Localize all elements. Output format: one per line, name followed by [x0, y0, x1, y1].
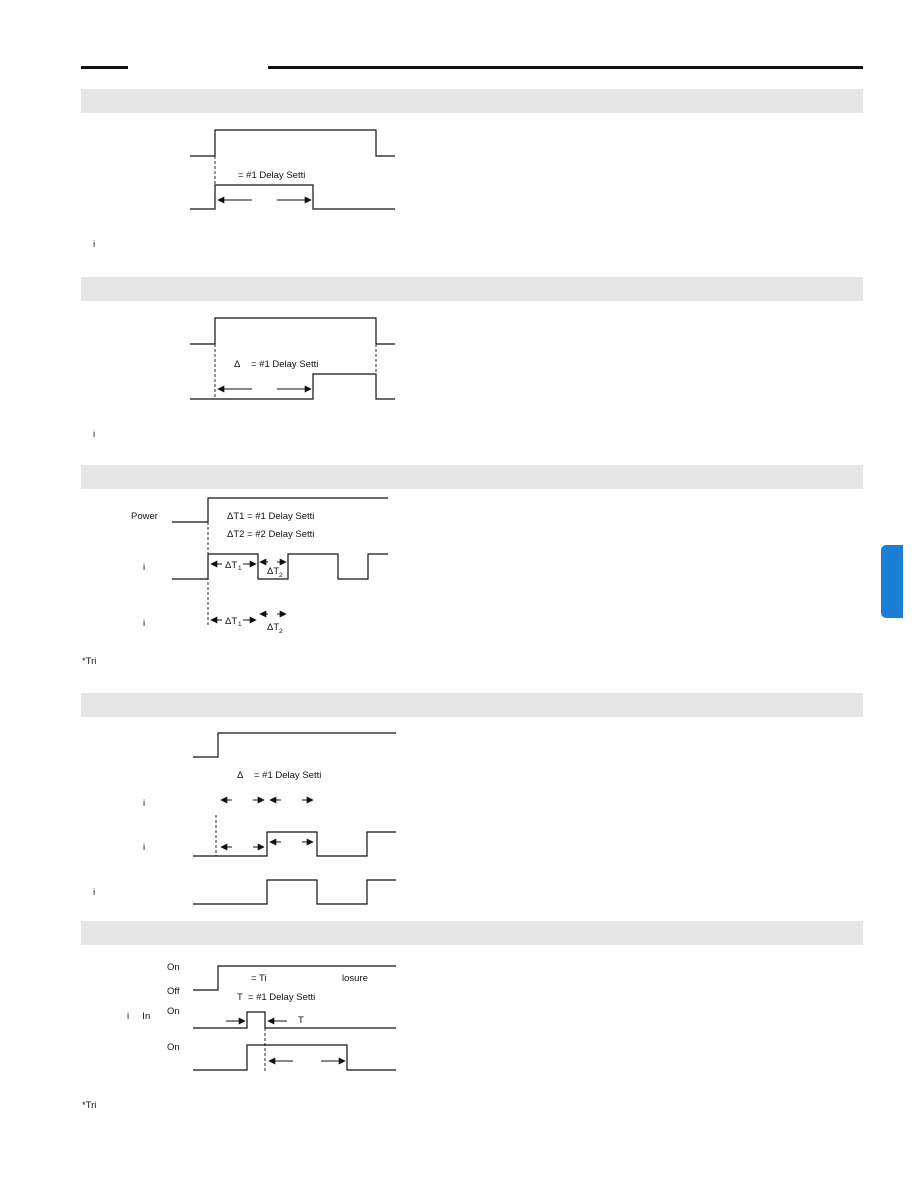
- row-label-4a: i: [143, 798, 146, 809]
- off-label: Off: [167, 986, 180, 997]
- t-marker-label: T: [298, 1015, 304, 1026]
- footnote-2: i: [93, 429, 96, 440]
- row-label-5: i In: [127, 1011, 151, 1022]
- svg-text:ΔT: ΔT: [225, 616, 237, 627]
- svg-text:2: 2: [279, 572, 283, 579]
- dt2-definition: ΔT2 = #2 Delay Setti: [227, 529, 315, 540]
- svg-text:1: 1: [238, 565, 242, 572]
- delay-setting-label-4: = #1 Delay Setti: [254, 770, 322, 781]
- svg-text:1: 1: [238, 621, 242, 628]
- section-tab-marker[interactable]: [881, 545, 903, 618]
- footnote-3: *Tri: [82, 656, 97, 667]
- header-rule-right: [268, 66, 863, 69]
- delay-setting-label-2: = #1 Delay Setti: [251, 359, 319, 370]
- ti-label: = Ti: [251, 973, 267, 984]
- closure-label: losure: [342, 973, 368, 984]
- t-definition: T = #1 Delay Setti: [237, 992, 316, 1003]
- power-label: Power: [131, 511, 158, 522]
- delta-symbol-2: Δ: [234, 359, 241, 370]
- footnote-1: i: [93, 239, 96, 250]
- delay-setting-label-1: = #1 Delay Setti: [238, 170, 306, 181]
- section-header-band-4: [81, 693, 863, 717]
- on-label-2: On: [167, 1006, 180, 1017]
- svg-text:2: 2: [279, 628, 283, 635]
- section-header-band-2: [81, 277, 863, 301]
- row-label-4c: i: [93, 887, 96, 898]
- svg-text:ΔT: ΔT: [267, 622, 279, 633]
- on-label-3: On: [167, 1042, 180, 1053]
- row-label-3b: i: [143, 618, 146, 629]
- svg-text:ΔT: ΔT: [267, 566, 279, 577]
- delta-symbol-4: Δ: [237, 770, 244, 781]
- footnote-5: *Tri: [82, 1100, 97, 1111]
- section-header-band-3: [81, 465, 863, 489]
- row-label-4b: i: [143, 842, 146, 853]
- dt1-definition: ΔT1 = #1 Delay Setti: [227, 511, 315, 522]
- header-rule-left: [81, 66, 128, 69]
- on-label-1: On: [167, 962, 180, 973]
- section-header-band-1: [81, 89, 863, 113]
- section-header-band-5: [81, 921, 863, 945]
- row-label-3a: i: [143, 562, 146, 573]
- svg-text:ΔT: ΔT: [225, 560, 237, 571]
